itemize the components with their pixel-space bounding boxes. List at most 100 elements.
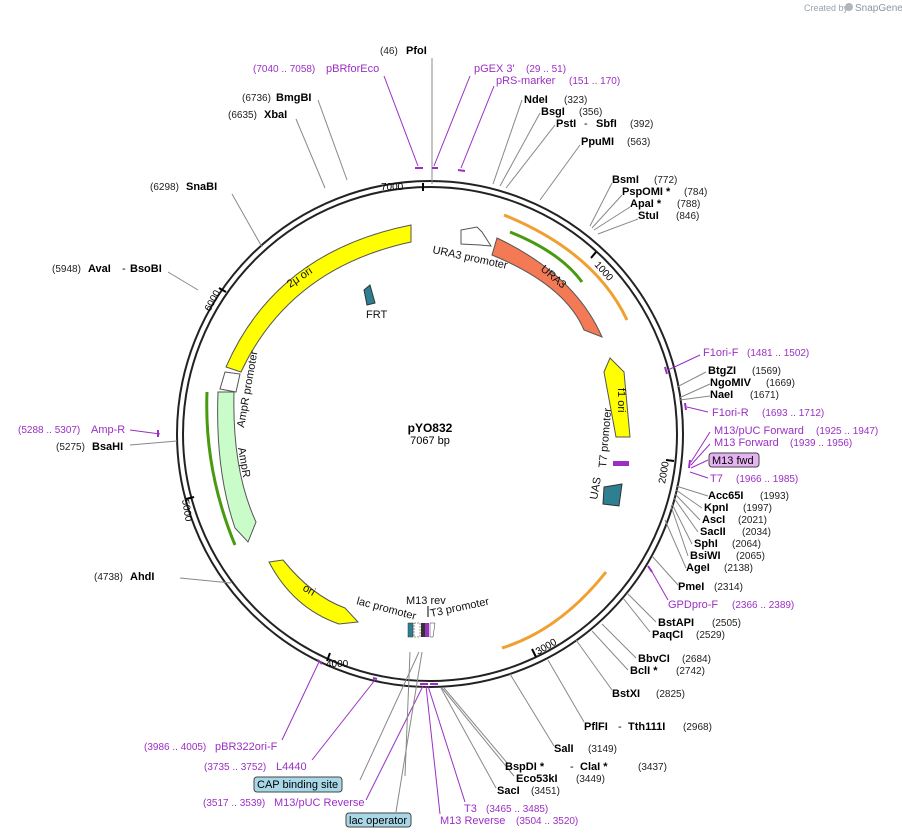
site-position: (2505) — [712, 618, 741, 629]
enzyme-name: PflFI — [584, 721, 608, 733]
enzyme-name: AgeI — [686, 562, 710, 574]
primer-range: (2366 .. 2389) — [732, 600, 794, 611]
t7-promoter-mark — [613, 461, 629, 466]
restriction-sites: (46) PfoI NdeI (323) BsgI (356) PstI - S… — [52, 45, 795, 797]
tick-label: 1000 — [592, 260, 615, 284]
ura3-promoter-arrow — [460, 226, 492, 247]
site-position: (788) — [677, 199, 700, 210]
site-position: (2065) — [736, 551, 765, 562]
site-position: (2742) — [676, 666, 705, 677]
ori-arrow — [268, 559, 360, 625]
site-position: (2021) — [738, 515, 767, 526]
site-position: (2064) — [732, 539, 761, 550]
primer-name: M13 Reverse — [440, 815, 505, 827]
enzyme-name: BmgBI — [276, 92, 311, 104]
enzyme-name: PmeI — [678, 581, 704, 593]
ura3-orf-arrow — [509, 230, 584, 283]
site-position: (846) — [676, 211, 699, 222]
primer-name: F1ori-R — [712, 407, 749, 419]
t3-promoter-block — [429, 622, 436, 638]
enzyme-name: BsmI — [612, 174, 639, 186]
enzyme-name: BsgI — [541, 106, 565, 118]
frt-label: FRT — [366, 309, 387, 321]
cap-binding-block — [407, 622, 414, 638]
site-position: (46) — [380, 46, 398, 57]
plasmid-size: 7067 bp — [410, 435, 450, 447]
primer-range: (1925 .. 1947) — [816, 426, 878, 437]
primer-name: GPDpro-F — [668, 599, 718, 611]
tick-label: 5000 — [179, 499, 194, 523]
enzyme-name: PfoI — [406, 45, 427, 57]
primer-range: (1693 .. 1712) — [762, 408, 824, 419]
enzyme-name: SbfI — [596, 118, 617, 130]
cap-binding-site-label: CAP binding site — [257, 779, 338, 791]
enzyme-name: ApaI * — [630, 198, 662, 210]
enzyme-name: AvaI — [88, 263, 111, 275]
credit-text: Created by — [804, 3, 849, 13]
primer-range: (3517 .. 3539) — [203, 798, 265, 809]
enzyme-name: Tth111I — [628, 721, 665, 733]
site-position: (563) — [627, 137, 650, 148]
enzyme-name: SphI — [694, 538, 718, 550]
backbone-outer — [176, 180, 684, 688]
uas-block — [602, 483, 623, 507]
site-position: (1669) — [766, 378, 795, 389]
primer-name: Amp-R — [91, 424, 125, 436]
enzyme-name: BclI * — [630, 665, 658, 677]
tick-label: 4000 — [326, 659, 349, 670]
enzyme-name: Eco53kI — [516, 773, 558, 785]
enzyme-name: BstXI — [612, 688, 640, 700]
primer-name: pBRforEco — [326, 63, 379, 75]
enzyme-name: BspDI * — [505, 761, 545, 773]
site-position: (356) — [579, 107, 602, 118]
enzyme-name: NaeI — [710, 389, 733, 401]
primer-range: (1966 .. 1985) — [736, 474, 798, 485]
primer-range: (5288 .. 5307) — [18, 425, 80, 436]
primer-name: F1ori-F — [703, 347, 739, 359]
uas-label: UAS — [588, 476, 604, 500]
credit-brand: SnapGene — [855, 3, 902, 14]
primer-name: T7 — [710, 473, 723, 485]
orange-orf-bottom — [501, 571, 608, 650]
ampr-orf-arrow — [205, 391, 237, 546]
cap-binding-site-box — [253, 776, 343, 793]
plasmid-name: pYO832 — [408, 421, 453, 435]
svg-text:-: - — [570, 761, 574, 773]
snapgene-logo-icon — [845, 3, 853, 11]
enzyme-name: SnaBI — [186, 181, 217, 193]
site-position: (1671) — [750, 390, 779, 401]
site-position: (1993) — [760, 491, 789, 502]
ampr-promoter-arrow — [219, 371, 241, 393]
enzyme-name: BsiWI — [690, 550, 721, 562]
enzyme-name: BsaHI — [92, 441, 123, 453]
enzyme-name: SacII — [700, 526, 726, 538]
enzyme-name: ClaI * — [580, 761, 608, 773]
site-position: (1997) — [743, 503, 772, 514]
frt-arrow — [363, 284, 376, 306]
orange-orf-top — [503, 213, 629, 321]
site-position: (1569) — [752, 366, 781, 377]
enzyme-name: SacI — [497, 785, 520, 797]
t7-promoter-label: T7 promoter — [597, 407, 614, 468]
primer-range: (3465 .. 3485) — [486, 804, 548, 815]
primer-range: (1481 .. 1502) — [747, 348, 809, 359]
enzyme-name: NdeI — [524, 94, 548, 106]
enzyme-name: BtgZI — [708, 365, 736, 377]
site-position: (6635) — [228, 110, 257, 121]
lac-promoter-block — [413, 622, 421, 638]
site-position: (2314) — [714, 582, 743, 593]
site-position: (772) — [654, 175, 677, 186]
site-position: (392) — [630, 119, 653, 130]
site-position: (5275) — [56, 442, 85, 453]
site-position: (5948) — [52, 264, 81, 275]
site-position: (6736) — [242, 93, 271, 104]
tick-label: 2000 — [657, 460, 672, 484]
site-position: (2529) — [696, 630, 725, 641]
enzyme-name: PstI — [556, 118, 576, 130]
backbone-inner — [182, 186, 678, 682]
m13-fwd-box — [708, 452, 760, 468]
primer-range: (29 .. 51) — [526, 64, 566, 75]
primer-name: M13 Forward — [714, 437, 779, 449]
enzyme-name: BbvCI — [638, 653, 670, 665]
svg-text:-: - — [122, 263, 126, 275]
